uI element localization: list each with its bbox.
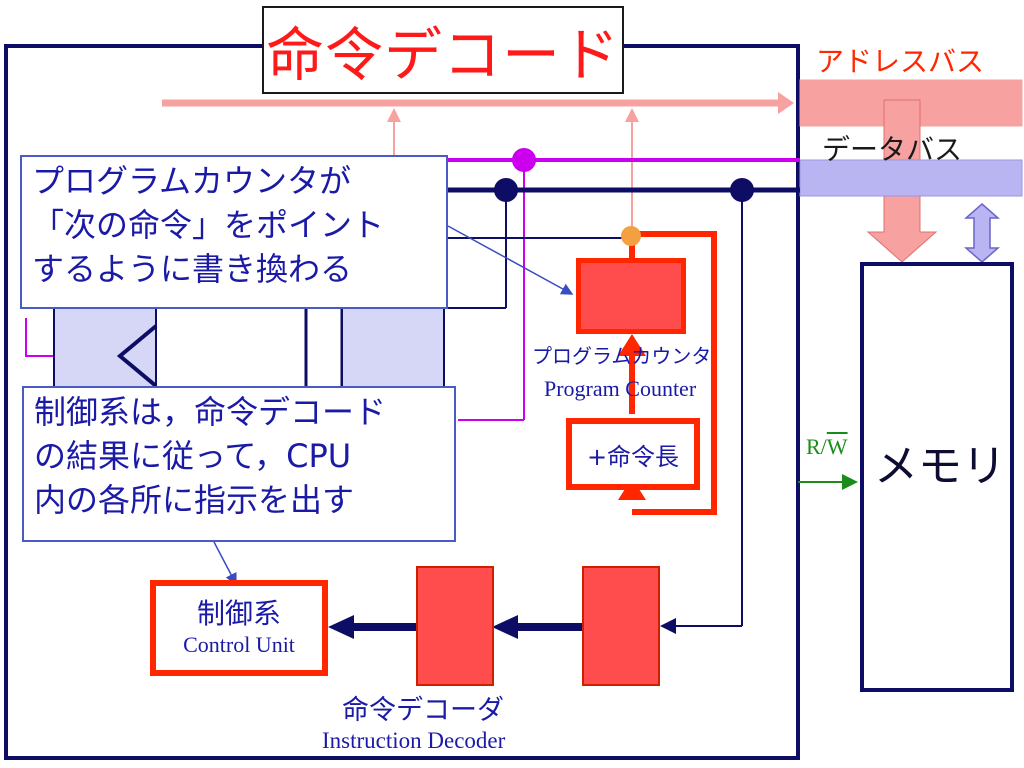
- navy-bus-line: [448, 178, 800, 634]
- program-counter-label-en: Program Counter: [544, 376, 697, 401]
- increment-label: +命令長: [586, 442, 680, 471]
- control-unit-label-jp: 制御系: [196, 597, 281, 630]
- data-bus: [799, 159, 1023, 263]
- register-blocks: [53, 304, 445, 394]
- instruction-register-block: [582, 566, 660, 686]
- page-title: 命令デコード: [262, 6, 624, 94]
- rw-signal-label-w: W: [826, 434, 848, 459]
- control-unit-box: 制御系 Control Unit: [150, 580, 328, 676]
- page-title-text: 命令デコード: [265, 21, 620, 89]
- address-bus-label: アドレスバス: [816, 45, 985, 78]
- pc-update-loop: [618, 226, 717, 515]
- data-bus-label: データバス: [822, 133, 963, 166]
- rw-signal-label-r: R/: [806, 434, 827, 459]
- instruction-decoder-label-jp: 命令デコーダ: [342, 695, 504, 726]
- memory-block: [860, 262, 1014, 692]
- instruction-decoder-block: [416, 566, 494, 686]
- magenta-bus-line: [25, 148, 800, 421]
- program-counter-register: [576, 258, 686, 334]
- decoder-flow-arrows: [328, 615, 582, 639]
- rw-signal-label: R/W: [806, 434, 848, 460]
- callout-pc-pointer: [447, 225, 574, 295]
- control-unit-label-en: Control Unit: [183, 632, 295, 657]
- callout-cu-line: の結果に従って，CPU: [34, 437, 352, 475]
- callout-pc-line: するように書き換わる: [32, 250, 353, 288]
- instruction-decoder-label-en: Instruction Decoder: [322, 728, 506, 753]
- callout-pc-line: 「次の命令」をポイント: [32, 206, 385, 244]
- callout-cu-pointer: [213, 541, 237, 586]
- program-counter-label-jp: プログラムカウンタ: [532, 344, 712, 368]
- callout-pc-line: プログラムカウンタが: [32, 162, 352, 200]
- callout-cu-line: 制御系は，命令デコード: [34, 393, 387, 431]
- increment-box: +命令長: [566, 418, 700, 490]
- callout-program-counter: プログラムカウンタが 「次の命令」をポイント するように書き換わる: [20, 155, 448, 309]
- callout-control-unit: 制御系は，命令デコード の結果に従って，CPU 内の各所に指示を出す: [22, 386, 456, 542]
- memory-label: メモリ: [874, 441, 1006, 492]
- callout-cu-line: 内の各所に指示を出す: [34, 481, 355, 519]
